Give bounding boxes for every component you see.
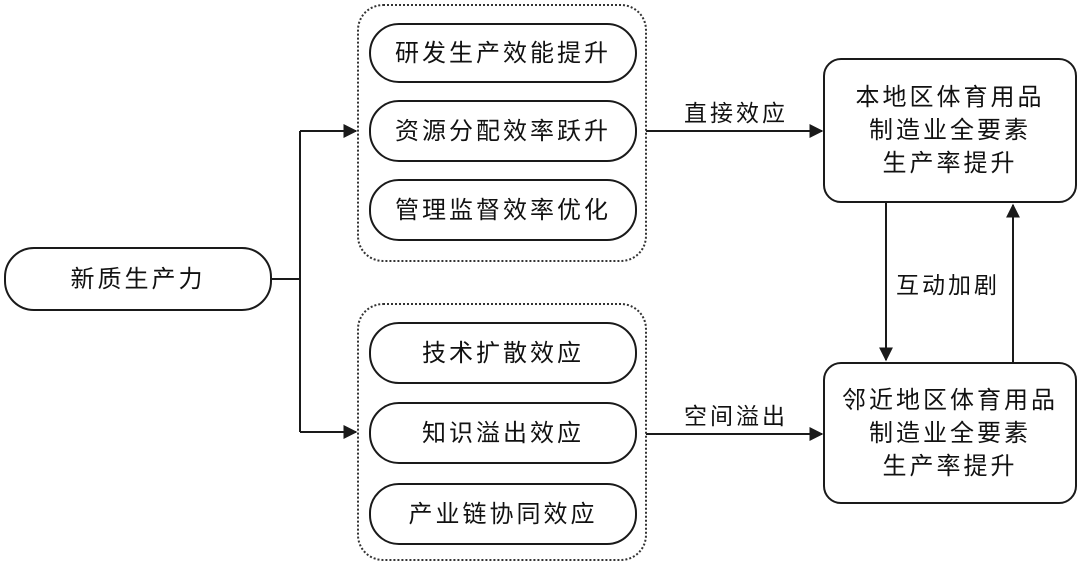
node-rd-efficiency: 研发生产效能提升 bbox=[369, 23, 637, 83]
node-local-tfp: 本地区体育用品 制造业全要素 生产率提升 bbox=[823, 58, 1077, 203]
node-label: 资源分配效率跃升 bbox=[395, 116, 611, 145]
node-management-supervision: 管理监督效率优化 bbox=[369, 179, 637, 241]
node-knowledge-spillover: 知识溢出效应 bbox=[369, 402, 637, 464]
node-label: 知识溢出效应 bbox=[422, 418, 584, 447]
node-label: 技术扩散效应 bbox=[422, 338, 584, 367]
group-bottom-mechanisms bbox=[357, 303, 647, 561]
node-label: 产业链协同效应 bbox=[408, 499, 598, 528]
node-technology-diffusion: 技术扩散效应 bbox=[369, 322, 637, 384]
label-direct-effect: 直接效应 bbox=[684, 101, 788, 127]
group-top-mechanisms bbox=[357, 4, 647, 262]
label-spatial-spillover: 空间溢出 bbox=[684, 404, 788, 430]
target-neighbor-label: 邻近地区体育用品 制造业全要素 生产率提升 bbox=[842, 385, 1058, 480]
source-label: 新质生产力 bbox=[70, 264, 206, 293]
label-interaction: 互动加剧 bbox=[896, 273, 1000, 299]
target-local-label: 本地区体育用品 制造业全要素 生产率提升 bbox=[855, 83, 1045, 177]
node-new-quality-productivity: 新质生产力 bbox=[4, 247, 272, 311]
node-industry-chain-synergy: 产业链协同效应 bbox=[369, 483, 637, 545]
node-resource-allocation: 资源分配效率跃升 bbox=[369, 100, 637, 162]
node-neighbor-tfp: 邻近地区体育用品 制造业全要素 生产率提升 bbox=[823, 362, 1077, 504]
node-label: 管理监督效率优化 bbox=[395, 195, 611, 224]
node-label: 研发生产效能提升 bbox=[395, 38, 611, 67]
